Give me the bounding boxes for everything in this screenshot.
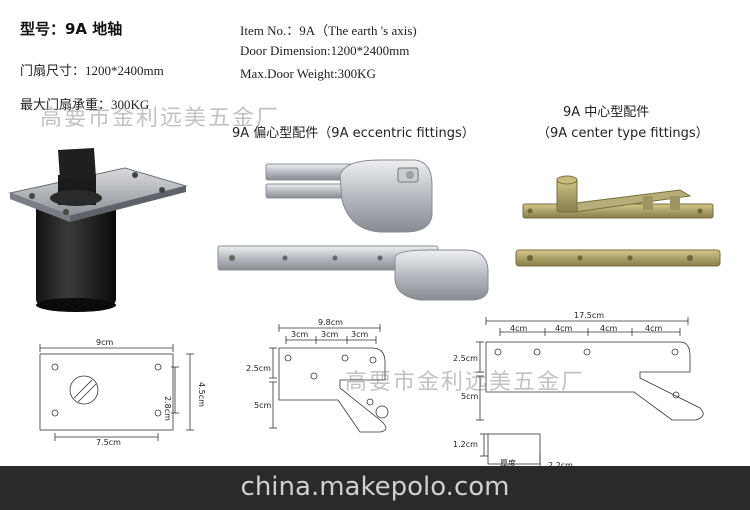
watermark-bottom: 高要市金利远美五金厂 [345, 370, 586, 395]
dim-right-h1: 2.5cm [453, 354, 478, 363]
footer-site-text: china.makepolo.com [240, 472, 510, 502]
dim-mid-total: 9.8cm [318, 318, 343, 327]
dim-left-inner-height: 2.8cm [163, 396, 172, 421]
eccentric-fittings-image [217, 159, 489, 301]
dim-left-width: 9cm [96, 338, 114, 347]
watermark-top: 高要市金利远美五金厂 [40, 106, 281, 131]
dim-right-h3: 1.2cm [453, 440, 478, 449]
dim-right-seg1: 4cm [510, 324, 528, 333]
dim-right-h2: 5cm [461, 392, 479, 401]
right-dimension-drawing [476, 317, 704, 466]
center-caption-cn: 9A 中心型配件 [563, 105, 650, 120]
footer-bar [0, 466, 750, 510]
dim-right-seg4: 4cm [645, 324, 663, 333]
dim-mid-h1: 2.5cm [246, 364, 271, 373]
dim-left-hole-span: 7.5cm [96, 438, 121, 447]
max-door-weight: Max.Door Weight:300KG [240, 66, 376, 81]
floor-spring-device [8, 148, 188, 312]
model-title: 型号：9A 地轴 [20, 20, 123, 38]
middle-dimension-drawing [269, 324, 389, 433]
dim-right-h4: 2.2cm [548, 461, 573, 470]
dim-right-thickness-label: 厚度 [500, 459, 516, 468]
dim-left-outer-height: 4.5cm [197, 382, 206, 407]
item-number: Item No.：9A（The earth 's axis) [240, 23, 417, 38]
dim-mid-seg1: 3cm [291, 330, 309, 339]
door-dimension: Door Dimension:1200*2400mm [240, 43, 410, 58]
center-fittings-image [515, 175, 721, 267]
left-dimension-drawing [39, 344, 194, 441]
center-caption-en: （9A center type fittings） [537, 126, 709, 141]
dim-right-seg3: 4cm [600, 324, 618, 333]
dim-mid-seg3: 3cm [351, 330, 369, 339]
max-weight-cn: 最大门扇承重：300KG [20, 97, 150, 112]
door-size-cn: 门扇尺寸：1200*2400mm [20, 63, 164, 78]
dim-right-total: 17.5cm [574, 311, 605, 320]
eccentric-caption: 9A 偏心型配件（9A eccentric fittings） [232, 126, 475, 141]
dim-mid-seg2: 3cm [321, 330, 339, 339]
dim-mid-h2: 5cm [254, 401, 272, 410]
dim-right-seg2: 4cm [555, 324, 573, 333]
